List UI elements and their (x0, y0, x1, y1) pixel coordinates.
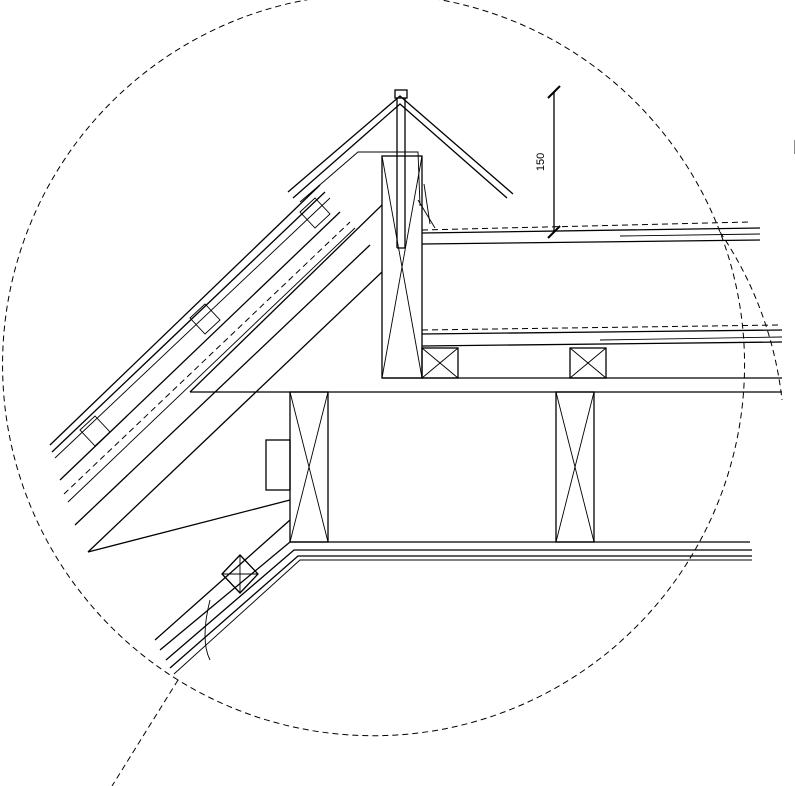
tile-batten-row (79, 197, 331, 447)
fixing-block (265, 439, 291, 491)
batten-2 (569, 347, 607, 379)
roof-slope (49, 184, 383, 553)
ridge-cap (287, 89, 514, 249)
stud-right (555, 391, 595, 543)
right-roof-layers (421, 221, 783, 347)
tie-beam (190, 377, 782, 393)
ceiling-layers (159, 541, 752, 675)
detail-leader-line (111, 679, 179, 786)
lower-rafter (87, 499, 291, 661)
ridge-bolt-head (394, 89, 408, 99)
ridge-post (381, 155, 423, 379)
stud-left (289, 391, 329, 543)
dimension-label: 150 (535, 153, 547, 171)
dimension-150: 150 (535, 85, 561, 239)
batten-1 (421, 347, 459, 379)
